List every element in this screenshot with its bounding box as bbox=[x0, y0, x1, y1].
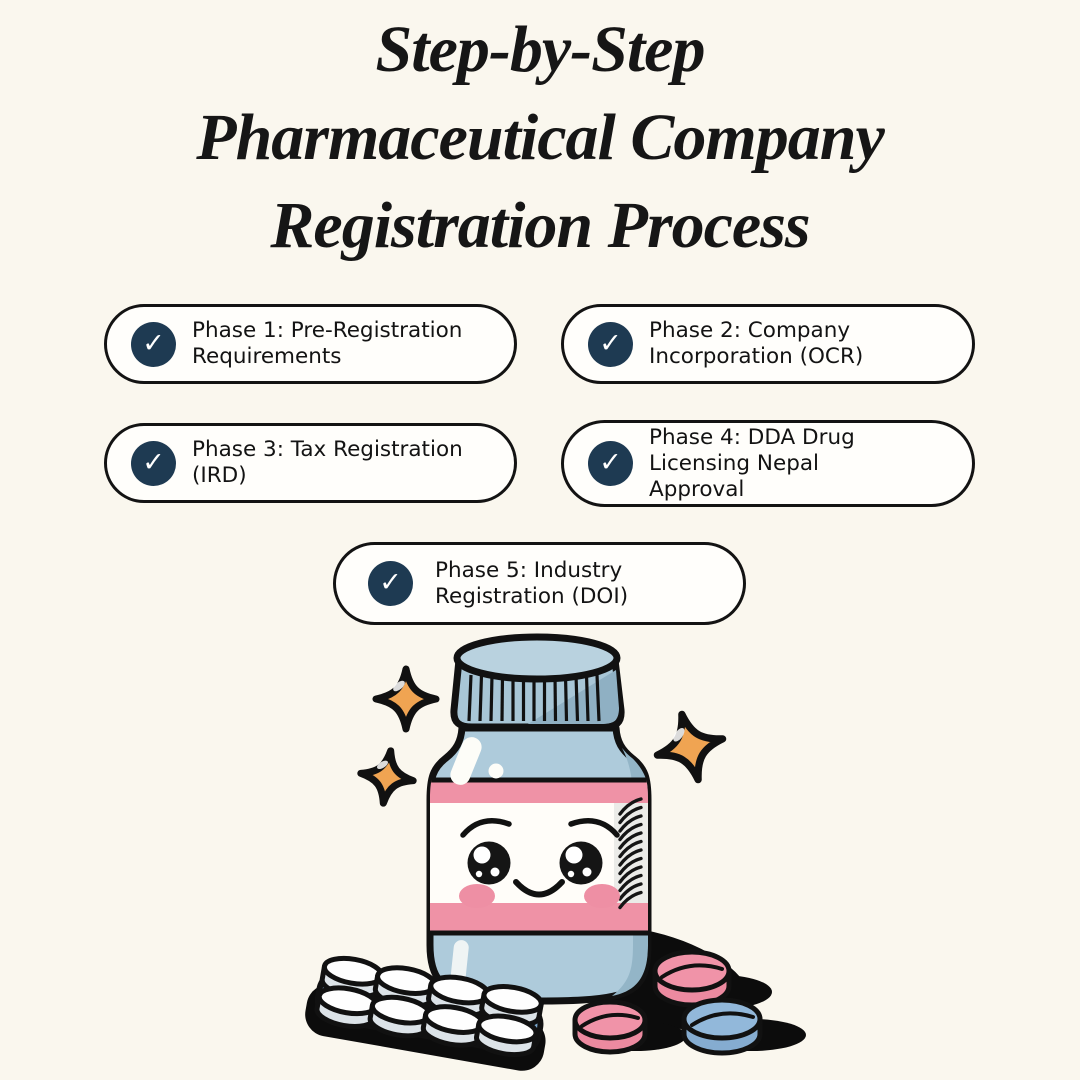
phase-3-pill: ✓ Phase 3: Tax Registration (IRD) bbox=[104, 423, 517, 503]
cap-ridges bbox=[467, 674, 601, 722]
phase-2-label: Phase 2: Company Incorporation (OCR) bbox=[649, 318, 864, 369]
bottle-cap bbox=[450, 633, 625, 731]
blister-pack bbox=[314, 954, 546, 1059]
right-eyebrow bbox=[568, 818, 620, 838]
phase-5-pill: ✓ Phase 5: Industry Registration (DOI) bbox=[333, 542, 746, 625]
bottle-body bbox=[420, 728, 660, 1001]
sparkle-icon bbox=[649, 706, 730, 787]
label-hatch-lines bbox=[618, 797, 643, 910]
tablet-blue bbox=[681, 997, 763, 1056]
right-eye bbox=[559, 841, 603, 885]
right-blush bbox=[584, 884, 620, 908]
smile bbox=[513, 879, 565, 898]
check-icon: ✓ bbox=[368, 561, 413, 606]
phase-3-label: Phase 3: Tax Registration (IRD) bbox=[192, 437, 463, 488]
check-glyph: ✓ bbox=[599, 327, 622, 359]
check-icon: ✓ bbox=[131, 440, 176, 486]
pill-bottle-illustration bbox=[305, 633, 806, 1071]
page-title: Step-by-Step Pharmaceutical Company Regi… bbox=[0, 6, 1080, 270]
sparkle-icon bbox=[376, 669, 436, 729]
phase-1-label: Phase 1: Pre-Registration Requirements bbox=[192, 318, 463, 369]
phase-5-label: Phase 5: Industry Registration (DOI) bbox=[435, 557, 629, 609]
phase-2-pill: ✓ Phase 2: Company Incorporation (OCR) bbox=[561, 304, 975, 384]
left-eye bbox=[467, 841, 511, 885]
check-icon: ✓ bbox=[131, 321, 176, 367]
title-line-2: Pharmaceutical Company bbox=[196, 101, 885, 174]
check-glyph: ✓ bbox=[599, 447, 622, 478]
sparkle-icon bbox=[357, 747, 417, 807]
left-eyebrow bbox=[460, 818, 512, 838]
check-glyph: ✓ bbox=[142, 327, 165, 359]
phase-1-pill: ✓ Phase 1: Pre-Registration Requirements bbox=[104, 304, 517, 384]
bottle-face bbox=[459, 818, 620, 908]
check-icon: ✓ bbox=[588, 321, 633, 367]
tablet-pink-top bbox=[652, 949, 732, 1008]
title-line-1: Step-by-Step bbox=[375, 13, 706, 86]
check-icon: ✓ bbox=[588, 441, 633, 486]
check-glyph: ✓ bbox=[142, 446, 165, 478]
tablet-pink-bottom bbox=[572, 999, 648, 1055]
bottle-label bbox=[430, 777, 648, 936]
left-blush bbox=[459, 884, 495, 908]
phase-4-pill: ✓ Phase 4: DDA Drug Licensing Nepal Appr… bbox=[561, 420, 975, 507]
phase-4-label: Phase 4: DDA Drug Licensing Nepal Approv… bbox=[649, 424, 855, 502]
check-glyph: ✓ bbox=[379, 567, 402, 598]
title-line-3: Registration Process bbox=[270, 189, 810, 262]
